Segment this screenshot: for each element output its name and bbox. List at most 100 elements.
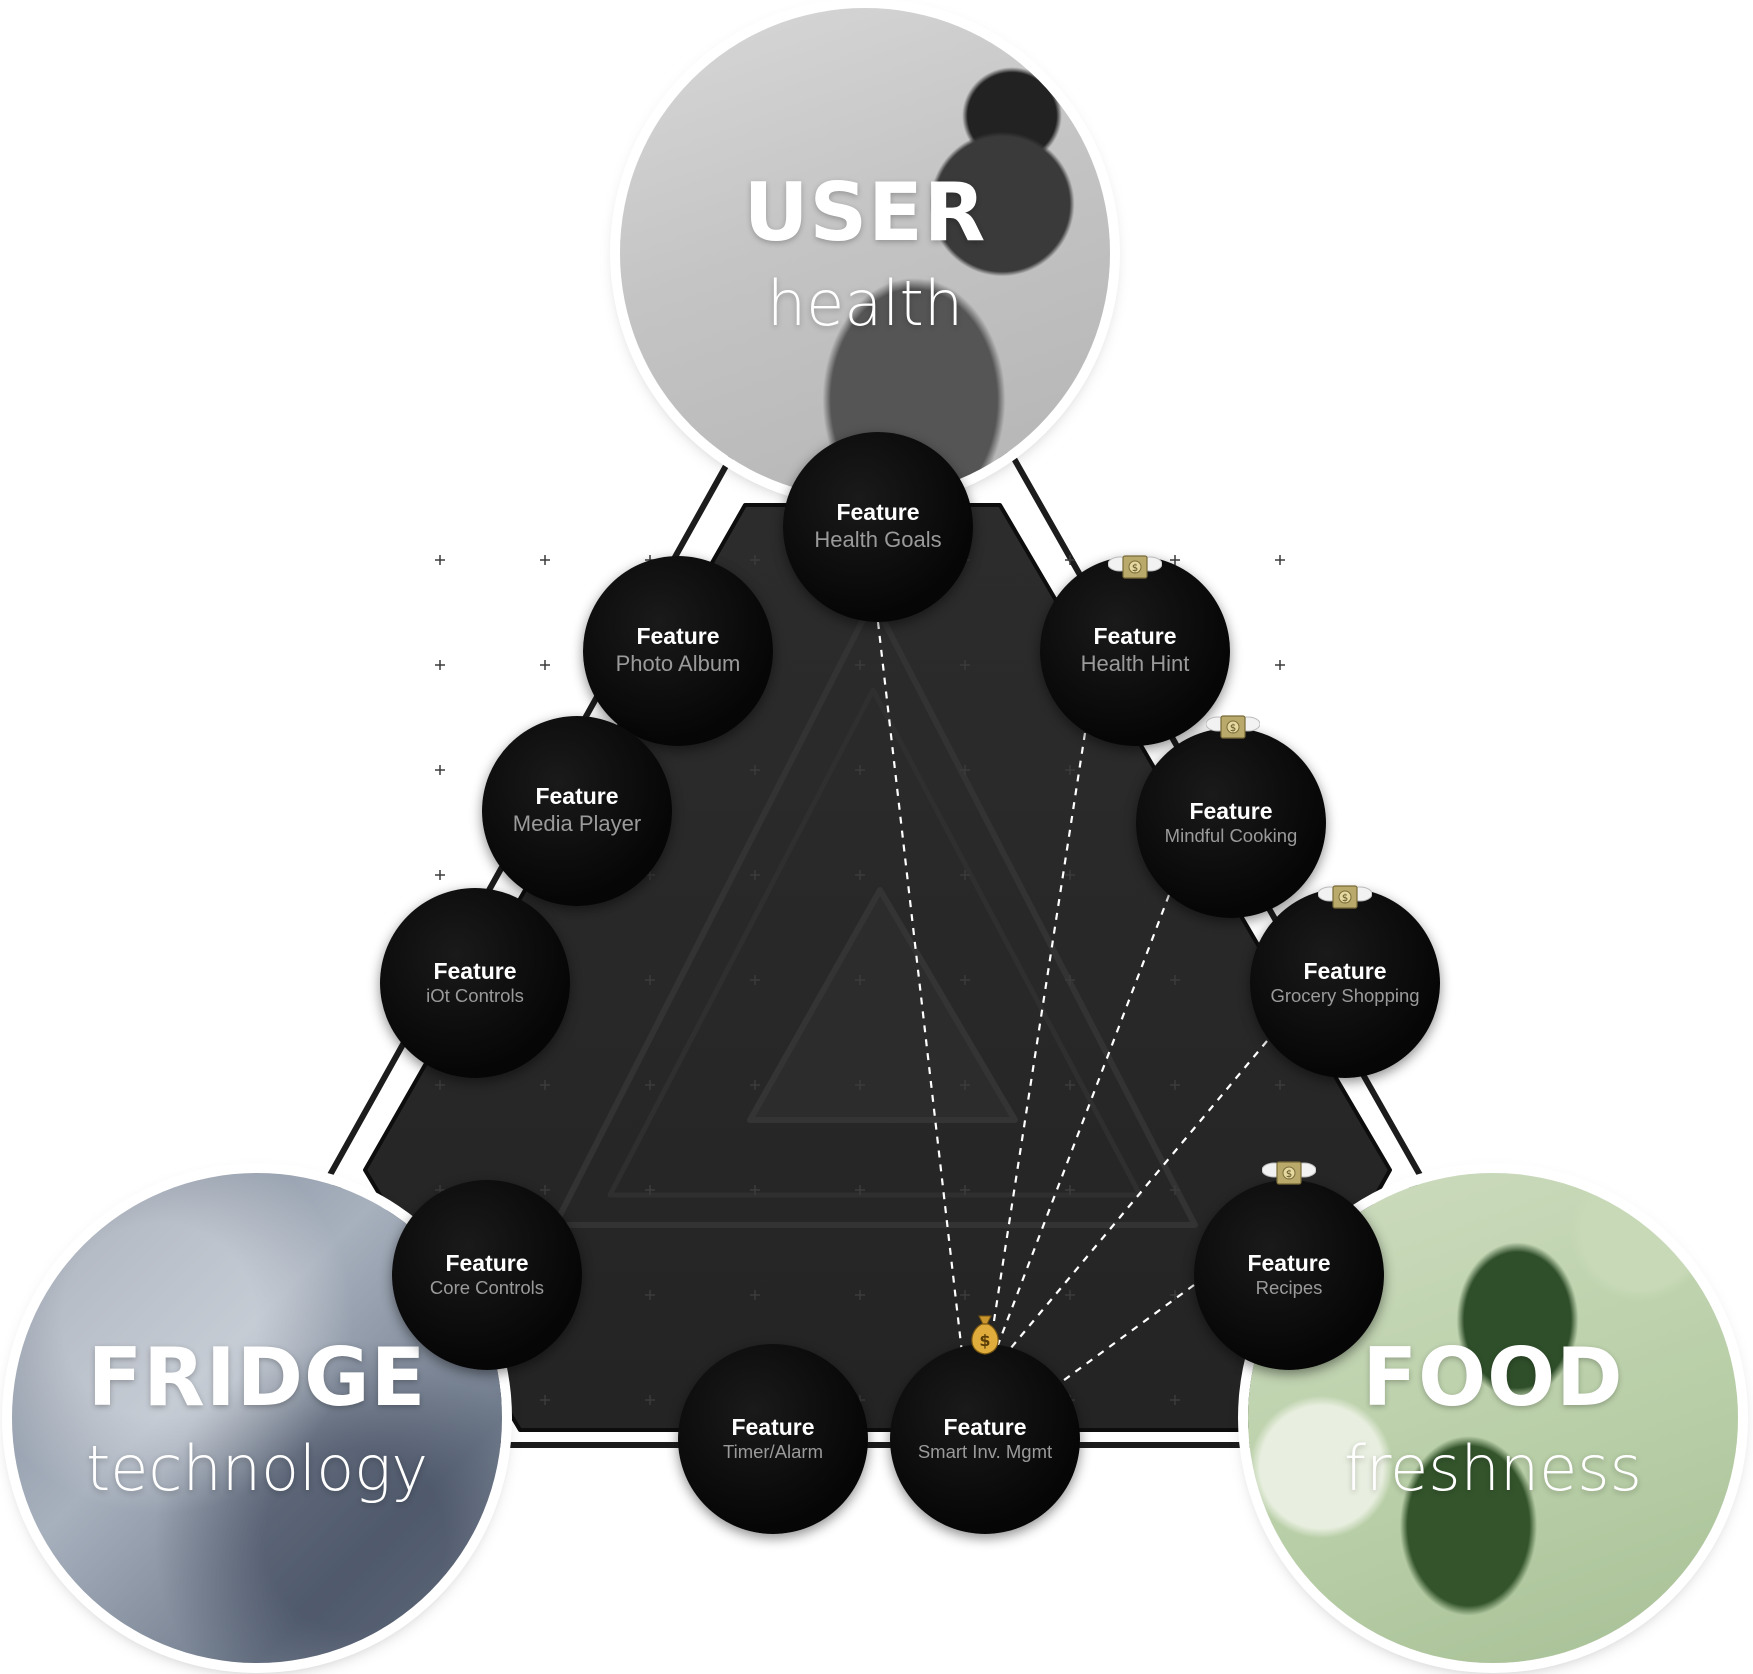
feature-subtitle: Smart Inv. Mgmt: [917, 1441, 1053, 1463]
connection-line-mindful-cooking: [983, 894, 1171, 1380]
connection-lines: [876, 621, 1268, 1395]
grid-plus-marker: [435, 1080, 445, 1090]
feature-title: Feature: [836, 499, 920, 526]
inner-triangle-medium: [607, 687, 1143, 1198]
feature-health-goals[interactable]: Feature Health Goals: [783, 432, 973, 622]
feature-grocery-shopping[interactable]: Feature Grocery Shopping: [1250, 888, 1440, 1078]
grid-plus-marker: [960, 765, 970, 775]
grid-plus-marker: [855, 1080, 865, 1090]
feature-subtitle: Core Controls: [429, 1277, 545, 1299]
grid-plus-marker: [435, 870, 445, 880]
grid-plus-marker: [855, 765, 865, 775]
feature-subtitle: Recipes: [1255, 1277, 1323, 1299]
svg-text:$: $: [1286, 1169, 1292, 1180]
money-bag-icon: $: [971, 1315, 999, 1355]
svg-text:$: $: [1342, 893, 1348, 904]
grid-plus-marker: [540, 660, 550, 670]
grid-plus-marker: [1170, 555, 1180, 565]
grid-plus-marker: [645, 975, 655, 985]
grid-plus-marker: [960, 1080, 970, 1090]
inner-triangle-small: [747, 887, 1018, 1123]
feature-smart-inv-mgmt[interactable]: Feature Smart Inv. Mgmt: [890, 1344, 1080, 1534]
grid-plus-marker: [1065, 975, 1075, 985]
grid-plus-marker: [645, 1290, 655, 1300]
grid-plus-marker: [855, 870, 865, 880]
svg-text:$: $: [1230, 723, 1236, 734]
fridge-hub-subtitle: technology: [85, 1432, 429, 1505]
feature-title: Feature: [433, 957, 517, 984]
grid-plus-marker: [750, 1185, 760, 1195]
food-hub-title: FOOD: [1362, 1331, 1624, 1424]
grid-plus-marker: [750, 1080, 760, 1090]
feature-mindful-cooking[interactable]: Feature Mindful Cooking: [1136, 728, 1326, 918]
grid-plus-marker: [1065, 1290, 1075, 1300]
grid-plus-marker: [1275, 1080, 1285, 1090]
grid-plus-marker: [645, 1185, 655, 1195]
feature-core-controls[interactable]: Feature Core Controls: [392, 1180, 582, 1370]
feature-title: Feature: [535, 783, 619, 810]
feature-title: Feature: [943, 1413, 1027, 1440]
user-health-hub: USER health: [620, 8, 1110, 498]
grid-plus-marker: [645, 1080, 655, 1090]
feature-recipes[interactable]: Feature Recipes: [1194, 1180, 1384, 1370]
feature-subtitle: Grocery Shopping: [1270, 985, 1420, 1007]
inner-triangle-large: [552, 597, 1198, 1228]
grid-plus-marker: [1065, 1185, 1075, 1195]
grid-plus-marker: [540, 555, 550, 565]
grid-plus-marker: [1170, 975, 1180, 985]
grid-plus-marker: [750, 975, 760, 985]
grid-plus-marker: [1170, 1290, 1180, 1300]
grid-plus-marker: [960, 660, 970, 670]
grid-plus-marker: [855, 1185, 865, 1195]
grid-plus-marker: [1275, 555, 1285, 565]
grid-plus-marker: [540, 1080, 550, 1090]
grid-plus-marker: [540, 1395, 550, 1405]
grid-plus-marker: [1065, 765, 1075, 775]
grid-plus-marker: [645, 1395, 655, 1405]
grid-plus-marker: [960, 1185, 970, 1195]
grid-plus-marker: [1170, 1395, 1180, 1405]
user-hub-title: USER: [743, 166, 987, 259]
connection-line-grocery-shopping: [984, 1040, 1268, 1380]
grid-plus-marker: [1170, 1185, 1180, 1195]
grid-plus-marker: [960, 870, 970, 880]
grid-plus-marker: [750, 870, 760, 880]
feature-subtitle: Health Hint: [1080, 650, 1190, 676]
feature-iot-controls[interactable]: Feature iOt Controls: [380, 888, 570, 1078]
feature-photo-album[interactable]: Feature Photo Album: [583, 556, 773, 746]
grid-plus-marker: [855, 1290, 865, 1300]
feature-media-player[interactable]: Feature Media Player: [482, 716, 672, 906]
grid-plus-marker: [855, 660, 865, 670]
connection-line-health-hint: [983, 732, 1087, 1380]
feature-title: Feature: [1189, 797, 1273, 824]
feature-title: Feature: [1093, 623, 1177, 650]
feature-timer-alarm[interactable]: Feature Timer/Alarm: [678, 1344, 868, 1534]
feature-title: Feature: [445, 1249, 529, 1276]
grid-plus-marker: [1065, 870, 1075, 880]
feature-health-hint[interactable]: Feature Health Hint: [1040, 556, 1230, 746]
feature-subtitle: Timer/Alarm: [722, 1441, 824, 1463]
feature-subtitle: iOt Controls: [426, 985, 524, 1007]
grid-plus-marker: [960, 1290, 970, 1300]
grid-plus-marker: [1170, 1080, 1180, 1090]
grid-plus-marker: [855, 975, 865, 985]
feature-title: Feature: [731, 1413, 815, 1440]
grid-plus-marker: [435, 765, 445, 775]
feature-title: Feature: [1303, 957, 1387, 984]
feature-title: Feature: [1247, 1249, 1331, 1276]
user-hub-subtitle: health: [766, 267, 964, 340]
feature-subtitle: Photo Album: [615, 650, 741, 676]
feature-title: Feature: [636, 623, 720, 650]
feature-subtitle: Health Goals: [814, 526, 942, 552]
grid-plus-marker: [750, 555, 760, 565]
grid-plus-marker: [435, 660, 445, 670]
grid-plus-marker: [1065, 1080, 1075, 1090]
money-with-wings-icon: $: [1108, 555, 1162, 579]
connection-line-health-goals: [876, 621, 967, 1380]
food-hub-subtitle: freshness: [1344, 1432, 1642, 1505]
svg-text:$: $: [979, 1331, 990, 1350]
grid-plus-marker: [540, 1185, 550, 1195]
grid-plus-marker: [435, 555, 445, 565]
svg-text:$: $: [1132, 563, 1138, 574]
